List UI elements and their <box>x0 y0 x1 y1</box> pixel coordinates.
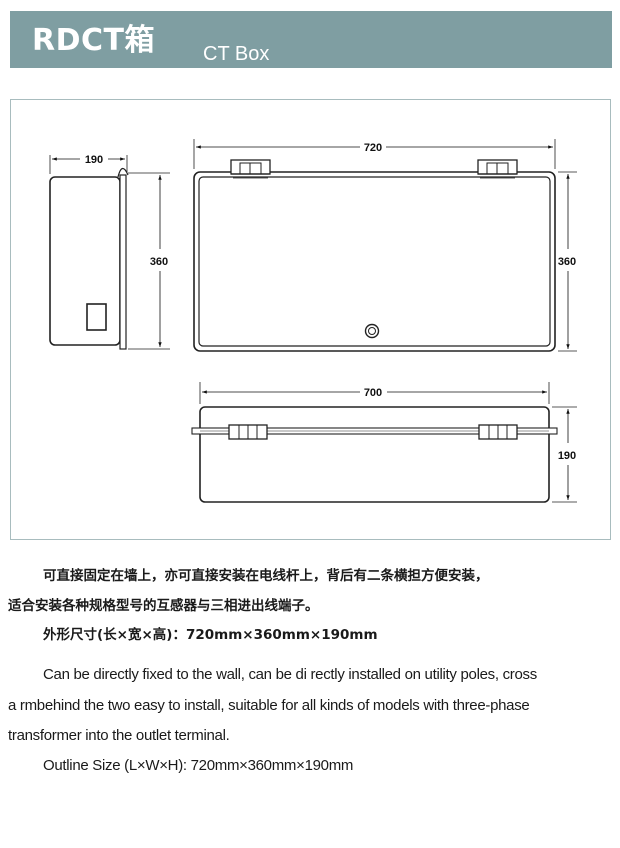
description-en-line-4: Outline Size (L×W×H): 720mm×360mm×190mm <box>43 757 354 774</box>
hinge-right <box>477 159 518 179</box>
drawing-frame <box>10 99 611 540</box>
bottom-view: 700 190 <box>191 382 577 503</box>
bottom-width-label: 700 <box>364 387 382 399</box>
description-zh-line-2: 适合安装各种规格型号的互感器与三相进出线端子。 <box>8 598 319 614</box>
product-subtitle: CT Box <box>203 43 270 65</box>
bottom-hinge-right <box>478 424 518 440</box>
product-title: RDCT箱 <box>32 23 155 58</box>
side-width-label: 190 <box>85 154 103 166</box>
front-height-label: 360 <box>558 256 576 268</box>
lock-icon <box>364 323 380 339</box>
hinge-left <box>230 159 271 179</box>
description-en-line-3: transformer into the outlet terminal. <box>8 727 230 744</box>
description-en-line-1: Can be directly fixed to the wall, can b… <box>43 666 537 683</box>
bottom-hinge-left <box>228 424 268 440</box>
description-zh-line-1: 可直接固定在墙上，亦可直接安装在电线杆上，背后有二条横担方便安装， <box>43 568 489 584</box>
description-en-line-2: a rmbehind the two easy to install, suit… <box>8 697 530 714</box>
bottom-height-label: 190 <box>558 450 576 462</box>
front-view: 720 360 <box>193 139 577 352</box>
technical-drawing: 190 360 720 <box>49 139 577 503</box>
title-banner: RDCT箱 CT Box <box>10 11 612 68</box>
description-zh-line-3: 外形尺寸(长×宽×高)：720mm×360mm×190mm <box>43 627 378 643</box>
front-width-label: 720 <box>364 142 382 154</box>
side-view: 190 360 <box>49 154 170 350</box>
side-height-label: 360 <box>150 256 168 268</box>
